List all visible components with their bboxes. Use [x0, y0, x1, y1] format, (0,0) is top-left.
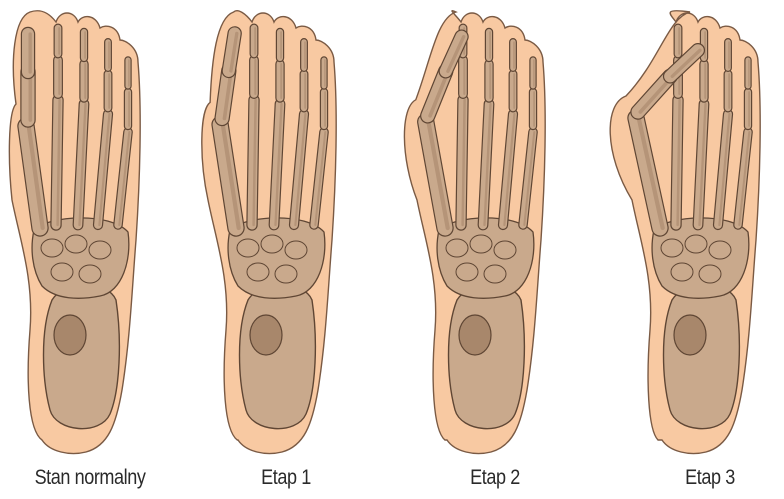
foot-stage1-illustration	[186, 0, 386, 460]
foot-panel-stage2: Etap 2	[395, 0, 595, 499]
caption-stage1: Etap 1	[200, 466, 372, 490]
caption-stage3: Etap 3	[624, 466, 784, 490]
talus-bone	[250, 315, 282, 355]
foot-panel-normal: Stan normalny	[0, 0, 190, 499]
calcaneus-bone	[44, 285, 120, 429]
talus-bone	[54, 315, 86, 355]
calcaneus-bone	[449, 285, 525, 429]
calcaneus-bone	[240, 285, 316, 429]
foot-normal-illustration	[0, 0, 190, 460]
calcaneus-bone	[664, 285, 740, 429]
talus-bone	[459, 315, 491, 355]
foot-panel-stage1: Etap 1	[186, 0, 386, 499]
foot-stage3-illustration	[610, 0, 784, 460]
caption-normal: Stan normalny	[4, 466, 176, 490]
talus-bone	[674, 315, 706, 355]
caption-stage2: Etap 2	[409, 466, 581, 490]
foot-stage2-illustration	[395, 0, 595, 460]
foot-panel-stage3: Etap 3	[610, 0, 784, 499]
